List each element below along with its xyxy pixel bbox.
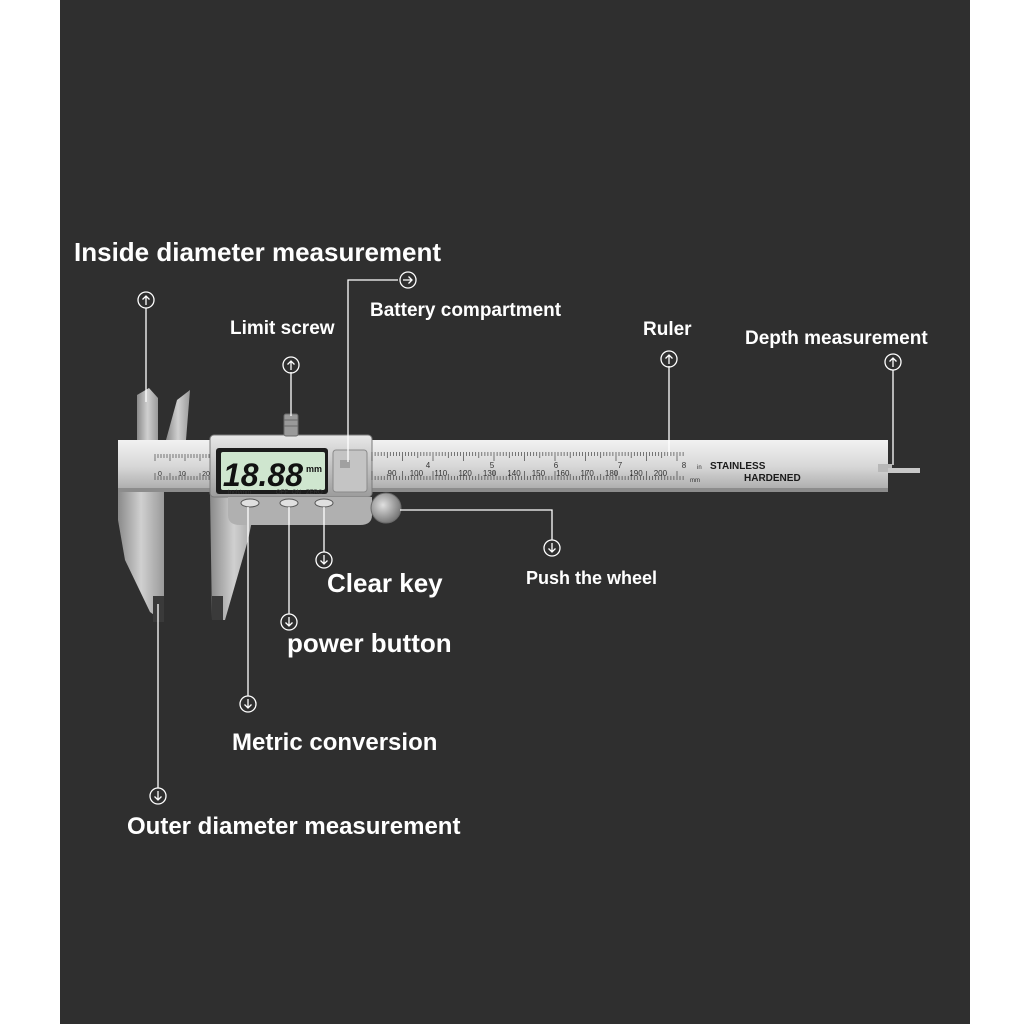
inch-scale-label: 5: [490, 461, 495, 470]
mm-scale-label: 200: [654, 469, 668, 478]
beam-text-hardened: HARDENED: [744, 473, 801, 484]
leader-lines: [145, 279, 894, 788]
clear-key-button[interactable]: [314, 498, 334, 508]
arrow-up-circle-icon: [282, 356, 300, 374]
battery-compartment: [332, 449, 368, 493]
mm-scale-label: 190: [629, 469, 643, 478]
arrow-up-circle-icon: [884, 353, 902, 371]
label-inside-diameter: Inside diameter measurement: [74, 237, 442, 267]
mm-scale-label: 100: [410, 469, 424, 478]
mm-scale-label: 160: [556, 469, 570, 478]
arrow-down-circle-icon: [149, 787, 167, 805]
jaw-scale-label: 20: [202, 471, 210, 478]
beam-lower-edge: [118, 488, 888, 492]
outer-jaw-fixed: [118, 492, 164, 622]
jaw-scale-label: 0: [158, 471, 162, 478]
label-ruler: Ruler: [643, 319, 692, 340]
mm-scale-label: 90: [388, 469, 397, 478]
mm-scale-numbers: 90 100 110 120 130 140 150 160 170 180 190 200: [388, 469, 668, 478]
label-battery-compartment: Battery compartment: [370, 300, 562, 321]
label-limit-screw: Limit screw: [230, 318, 335, 339]
arrow-down-circle-icon: [280, 613, 298, 631]
arrow-down-circle-icon: [543, 539, 561, 557]
depth-rod: [878, 464, 892, 472]
arrow-icons: [137, 271, 902, 805]
mm-scale-label: 120: [459, 469, 473, 478]
button-label-inch: Inch/mm: [228, 490, 251, 496]
inch-scale-numbers: 4 5 6 7 8: [426, 461, 687, 470]
thumb-wheel[interactable]: [370, 492, 402, 524]
limit-screw: [283, 413, 299, 437]
inch-scale-label: 4: [426, 461, 431, 470]
leader-push-wheel: [400, 509, 553, 540]
power-button[interactable]: [279, 498, 299, 508]
inside-jaw-fixed: [137, 388, 158, 440]
jaw-scale-ticks: [154, 454, 210, 480]
mm-scale-label: 110: [434, 469, 447, 478]
button-label-off: OFF: [276, 490, 288, 496]
leader-battery: [347, 279, 398, 462]
outer-jaw-sliding-tip: [212, 596, 223, 620]
jaw-scale-label: 10: [178, 471, 186, 478]
beam-scale-ticks: [371, 452, 684, 480]
lcd-glass: [221, 452, 325, 490]
mm-scale-label: 180: [605, 469, 619, 478]
label-depth-measurement: Depth measurement: [745, 328, 928, 349]
metric-conversion-button[interactable]: [240, 498, 260, 508]
inch-scale-label: 6: [554, 461, 559, 470]
beam-unit-mm: mm: [690, 478, 700, 484]
jaw-scale-numbers: 0 10 20: [158, 471, 210, 478]
arrow-down-circle-icon: [315, 551, 333, 569]
lcd-value: 18.88: [223, 457, 303, 493]
mm-scale-label: 150: [532, 469, 546, 478]
mm-scale-label: 140: [507, 469, 521, 478]
label-outer-diameter: Outer diameter measurement: [127, 813, 461, 840]
beam-text-stainless: STAINLESS: [710, 461, 766, 472]
button-label-zero: ZERO: [306, 490, 323, 496]
arrow-up-circle-icon: [137, 291, 155, 309]
depth-rod-tip: [888, 468, 920, 473]
lcd-unit: mm: [306, 464, 322, 474]
label-push-wheel: Push the wheel: [526, 568, 658, 588]
inside-jaw-sliding: [166, 390, 190, 440]
mm-scale-label: 170: [581, 469, 595, 478]
label-power-button: power button: [287, 628, 452, 658]
button-label-on: ON: [292, 490, 301, 496]
arrow-down-circle-icon: [239, 695, 257, 713]
mm-scale-label: 130: [483, 469, 497, 478]
label-clear-key: Clear key: [327, 568, 443, 598]
slider-lower-housing: [228, 497, 372, 525]
arrow-up-circle-icon: [660, 350, 678, 368]
arrow-right-circle-icon: [399, 271, 417, 289]
battery-lid-slot: [340, 460, 350, 468]
inch-scale-label: 7: [618, 461, 623, 470]
label-metric-conversion: Metric conversion: [232, 729, 438, 756]
beam-unit-in: in: [697, 465, 702, 471]
inch-scale-label: 8: [682, 461, 687, 470]
